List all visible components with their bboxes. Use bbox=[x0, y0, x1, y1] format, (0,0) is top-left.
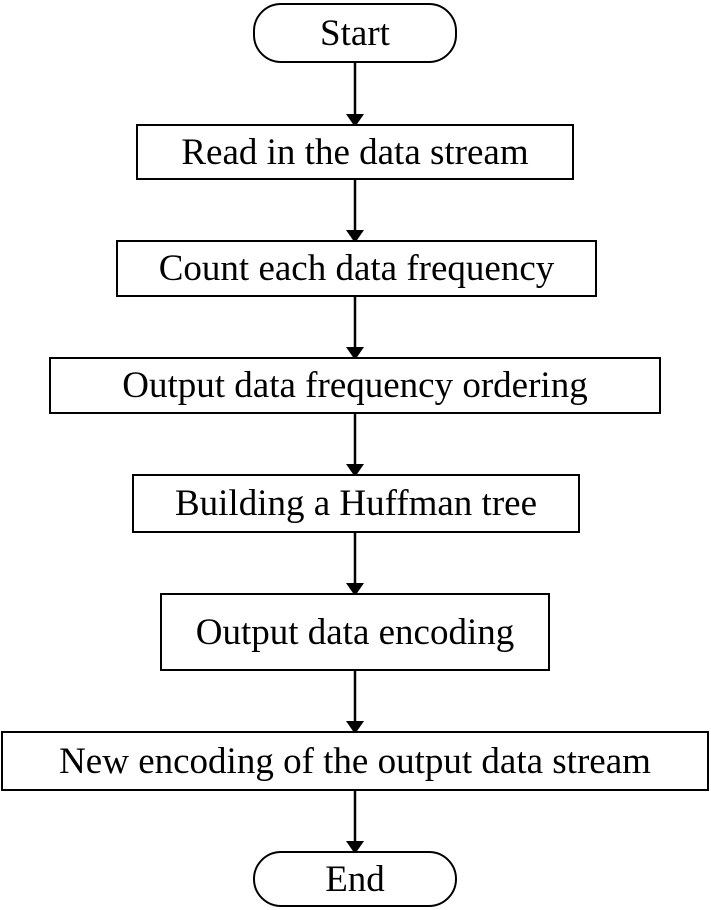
step-count-frequency-label: Count each data frequency bbox=[158, 248, 555, 289]
step-build-huffman-tree: Building a Huffman tree bbox=[132, 474, 580, 533]
step-output-data-encoding-label: Output data encoding bbox=[195, 611, 515, 653]
step-read-data-stream: Read in the data stream bbox=[136, 124, 574, 180]
step-new-encoding-output-stream-label: New encoding of the output data stream bbox=[59, 740, 651, 782]
start-terminal: Start bbox=[253, 3, 457, 63]
step-output-data-encoding: Output data encoding bbox=[160, 593, 550, 671]
step-output-frequency-ordering: Output data frequency ordering bbox=[49, 357, 661, 414]
step-new-encoding-output-stream: New encoding of the output data stream bbox=[1, 731, 709, 791]
start-label: Start bbox=[320, 12, 390, 54]
step-output-frequency-ordering-label: Output data frequency ordering bbox=[122, 365, 588, 406]
step-count-frequency: Count each data frequency bbox=[116, 240, 597, 297]
step-build-huffman-tree-label: Building a Huffman tree bbox=[174, 483, 538, 524]
step-read-data-stream-label: Read in the data stream bbox=[181, 131, 529, 173]
end-terminal: End bbox=[253, 851, 457, 907]
end-label: End bbox=[325, 858, 385, 900]
